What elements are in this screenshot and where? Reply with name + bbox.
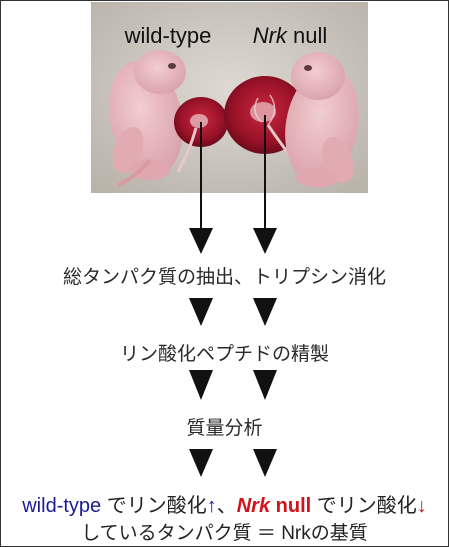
- conclusion-separator: 、: [217, 495, 237, 517]
- arrow-3-right: [253, 370, 277, 400]
- step-protein-extraction: 総タンパク質の抽出、トリプシン消化: [0, 262, 449, 289]
- arrow-4-right: [253, 449, 277, 477]
- conclusion-line-2: しているタンパク質 ＝ Nrkの基質: [0, 518, 449, 545]
- arrow-3-left: [189, 370, 213, 400]
- arrow-1-right: [253, 228, 277, 254]
- step-phosphopeptide-purification: リン酸化ペプチドの精製: [0, 339, 449, 366]
- arrow-2-left: [189, 298, 213, 326]
- up-arrow-icon: ↑: [207, 495, 217, 517]
- nrk-gene-name: Nrk: [253, 23, 288, 48]
- null-suffix: null: [287, 23, 327, 48]
- arrow-1-left: [189, 228, 213, 254]
- nrk-conclusion-null: null: [270, 495, 311, 517]
- wild-type-conclusion-label: wild-type: [22, 495, 101, 517]
- wild-type-conclusion-text: でリン酸化: [101, 495, 207, 517]
- step-mass-spectrometry: 質量分析: [0, 413, 449, 440]
- embryo-photo: wild-type Nrk null: [91, 2, 368, 193]
- wild-type-photo-label: wild-type: [124, 23, 212, 48]
- nrk-conclusion-gene: Nrk: [237, 495, 270, 517]
- arrow-2-right: [253, 298, 277, 326]
- down-arrow-icon: ↓: [417, 495, 427, 517]
- nrk-null-photo-label: Nrk null: [253, 23, 328, 48]
- arrow-4-left: [189, 449, 213, 477]
- nrk-conclusion-text: でリン酸化: [311, 495, 417, 517]
- conclusion-line-1: wild-type でリン酸化↑、Nrk null でリン酸化↓: [0, 489, 449, 518]
